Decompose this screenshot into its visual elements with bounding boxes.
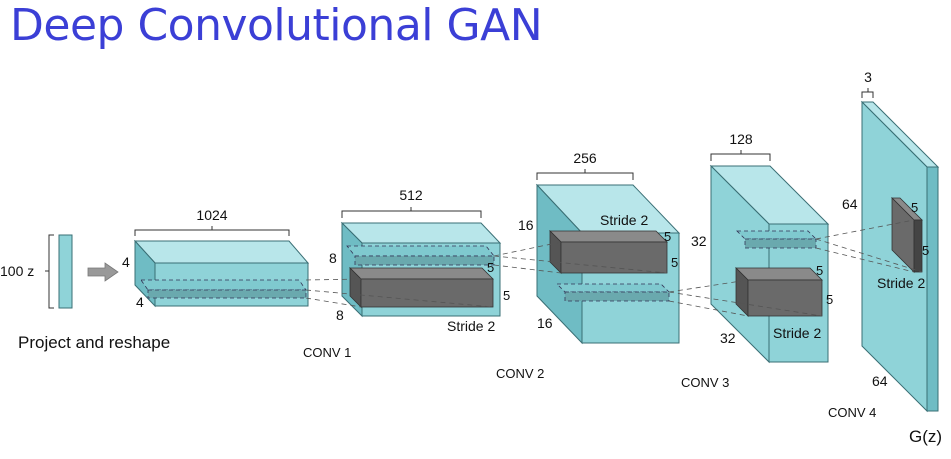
conv2-stride-label: Stride 2 bbox=[600, 212, 648, 228]
conv3-stride-label: Stride 2 bbox=[773, 325, 821, 341]
conv3-name-label: CONV 3 bbox=[681, 375, 729, 390]
conv2-volume bbox=[535, 183, 681, 345]
conv2-depth-label: 16 bbox=[537, 315, 553, 331]
input-bracket bbox=[45, 234, 54, 309]
conv1-name-label: CONV 1 bbox=[303, 345, 351, 360]
conv4-width-label: 3 bbox=[864, 69, 872, 85]
block0-volume bbox=[133, 239, 310, 308]
conv1-width-bracket bbox=[341, 207, 482, 218]
conv3-depth-label: 32 bbox=[720, 330, 736, 346]
conv4-stride-label: Stride 2 bbox=[877, 275, 925, 291]
conv2-width-label: 256 bbox=[573, 150, 597, 166]
conv1-stride-label: Stride 2 bbox=[447, 318, 495, 334]
conv1-width-label: 512 bbox=[399, 187, 423, 203]
input-z-vector bbox=[58, 234, 73, 309]
conv1-kernel-h-label: 5 bbox=[487, 260, 494, 275]
connection-lines bbox=[305, 219, 923, 317]
block0-width-bracket bbox=[134, 226, 290, 236]
page-title: Deep Convolutional GAN bbox=[10, 0, 543, 51]
conv2-height-label: 16 bbox=[518, 217, 534, 233]
conv4-width-bracket bbox=[861, 88, 874, 98]
conv3-kernel-w-label: 5 bbox=[826, 292, 833, 307]
conv3-width-bracket bbox=[710, 150, 771, 161]
conv4-height-label: 64 bbox=[842, 196, 858, 212]
conv2-kernel-w-label: 5 bbox=[671, 255, 678, 270]
conv4-kernel-w-label: 5 bbox=[922, 243, 929, 258]
project-reshape-caption: Project and reshape bbox=[18, 333, 170, 352]
conv3-kernel-h-label: 5 bbox=[816, 263, 823, 278]
conv2-width-bracket bbox=[536, 169, 634, 180]
conv3-volume bbox=[709, 164, 830, 364]
conv4-name-label: CONV 4 bbox=[828, 405, 876, 420]
conv3-height-label: 32 bbox=[691, 233, 707, 249]
conv2-name-label: CONV 2 bbox=[496, 366, 544, 381]
block0-width-label: 1024 bbox=[196, 207, 227, 223]
conv1-depth-label: 8 bbox=[336, 307, 344, 323]
conv4-kernel-h-label: 5 bbox=[911, 200, 918, 215]
block0-height-label: 4 bbox=[122, 254, 130, 270]
input-size-label: 100 z bbox=[0, 263, 34, 279]
output-label: G(z) bbox=[909, 427, 942, 446]
conv1-kernel-w-label: 5 bbox=[503, 288, 510, 303]
conv3-width-label: 128 bbox=[729, 131, 753, 147]
conv4-depth-label: 64 bbox=[872, 373, 888, 389]
conv2-kernel-h-label: 5 bbox=[664, 229, 671, 244]
block0-depth-label: 4 bbox=[136, 294, 144, 310]
project-arrow bbox=[87, 262, 119, 282]
conv1-height-label: 8 bbox=[329, 250, 337, 266]
conv4-volume bbox=[860, 100, 940, 413]
conv1-volume bbox=[340, 221, 502, 318]
